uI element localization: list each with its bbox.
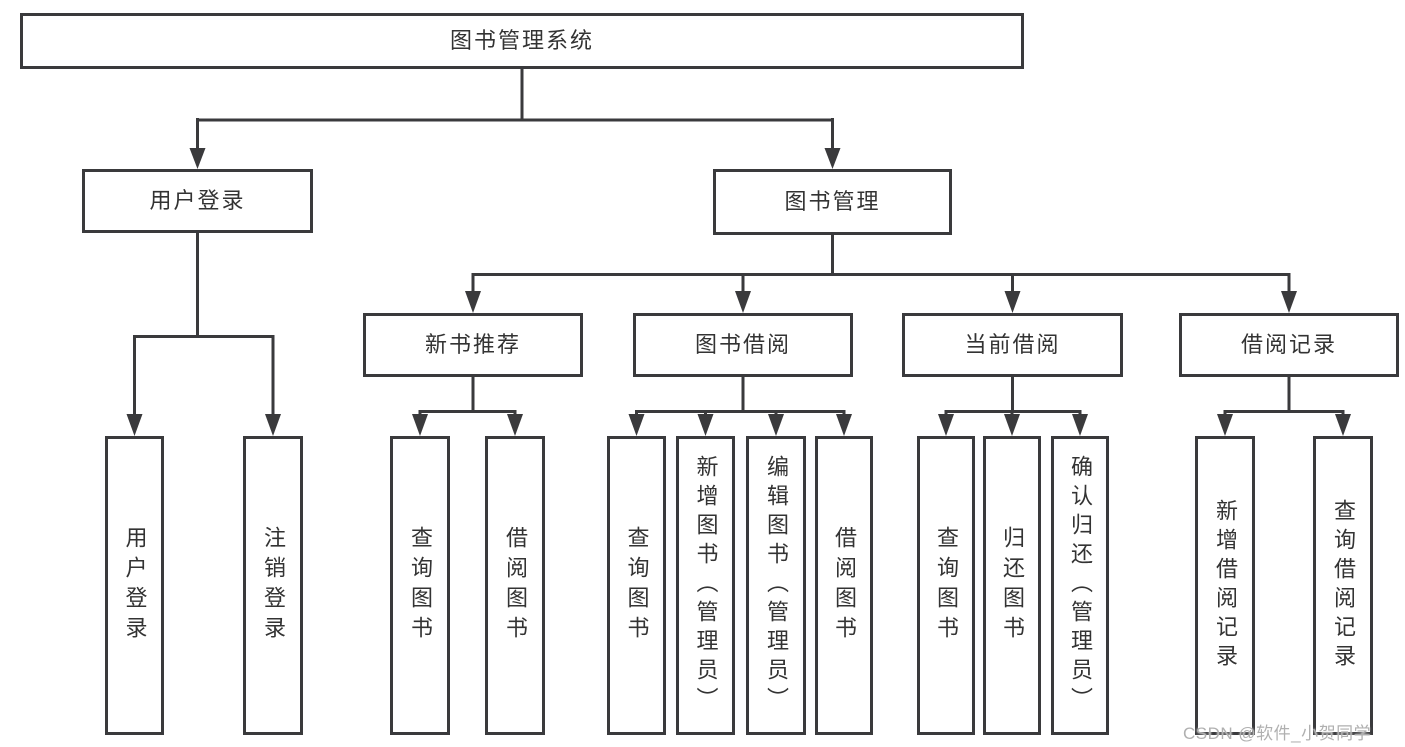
arrow-down-icon: [189, 148, 206, 169]
node-label: 新增借阅记录: [1213, 498, 1238, 673]
arrow-down-icon: [412, 414, 428, 436]
node-label: 当前借阅: [964, 332, 1061, 357]
node-label: 新增图书（管理员）: [693, 455, 719, 716]
node-leaf-query-borrow-record: 查询借阅记录: [1313, 436, 1373, 735]
node-leaf-borrow-books-2: 借阅图书: [815, 436, 873, 735]
node-leaf-logout: 注销登录: [243, 436, 303, 735]
node-label: 编辑图书（管理员）: [764, 455, 789, 716]
arrow-down-icon: [836, 414, 852, 436]
node-label: 注销登录: [261, 525, 286, 646]
arrow-down-icon: [126, 414, 143, 436]
connector-new-book-to-leaves: [418, 377, 517, 417]
node-leaf-return-books: 归还图书: [983, 436, 1041, 735]
watermark: CSDN @软件_小贺同学: [1183, 724, 1372, 743]
arrow-down-icon: [507, 414, 523, 436]
node-label: 查询图书: [934, 525, 959, 646]
node-borrowing-records: 借阅记录: [1179, 313, 1399, 377]
node-label: 借阅图书: [832, 525, 857, 646]
connector-book-mgmt-to-level3: [471, 235, 1291, 293]
node-current-borrowing: 当前借阅: [902, 313, 1123, 377]
node-label: 归还图书: [1000, 525, 1025, 646]
node-label: 查询借阅记录: [1331, 498, 1356, 673]
connector-current-borrow-to-leaves: [944, 377, 1082, 417]
arrow-down-icon: [1004, 414, 1020, 436]
node-user-login: 用户登录: [82, 169, 313, 233]
arrow-down-icon: [1217, 414, 1233, 436]
arrow-down-icon: [735, 291, 751, 313]
node-label: 查询图书: [624, 525, 650, 646]
node-book-management: 图书管理: [713, 169, 952, 235]
node-leaf-add-borrow-record: 新增借阅记录: [1195, 436, 1255, 735]
node-new-book-recommend: 新书推荐: [363, 313, 583, 377]
node-book-borrowing: 图书借阅: [633, 313, 853, 377]
node-label: 用户登录: [122, 525, 148, 646]
arrow-down-icon: [628, 414, 645, 436]
arrow-down-icon: [1281, 291, 1297, 313]
arrow-down-icon: [1072, 414, 1088, 436]
arrow-down-icon: [265, 414, 281, 436]
node-root-system: 图书管理系统: [20, 13, 1024, 69]
connector-borrow-record-to-leaves: [1223, 377, 1345, 417]
connector-root-to-level2: [196, 69, 834, 150]
arrow-down-icon: [465, 291, 481, 313]
arrow-down-icon: [1335, 414, 1351, 436]
node-label: 查询图书: [408, 525, 433, 646]
connector-book-borrow-to-leaves: [635, 377, 846, 417]
connector-user-login-to-leaves: [133, 233, 275, 416]
node-label: 图书借阅: [694, 332, 791, 357]
node-label: 用户登录: [149, 188, 246, 213]
arrow-down-icon: [938, 414, 954, 436]
node-leaf-borrow-books-1: 借阅图书: [485, 436, 545, 735]
node-leaf-add-books-admin: 新增图书（管理员）: [676, 436, 735, 735]
node-leaf-user-login: 用户登录: [105, 436, 164, 735]
node-leaf-confirm-return-admin: 确认归还（管理员）: [1051, 436, 1109, 735]
node-leaf-query-books-2: 查询图书: [607, 436, 666, 735]
node-leaf-edit-books-admin: 编辑图书（管理员）: [746, 436, 806, 735]
node-label: 借阅记录: [1240, 332, 1337, 357]
arrow-down-icon: [824, 148, 841, 169]
node-label: 图书管理系统: [449, 28, 594, 53]
node-label: 借阅图书: [503, 525, 528, 646]
arrow-down-icon: [1004, 291, 1021, 313]
node-leaf-query-books-3: 查询图书: [917, 436, 975, 735]
node-label: 确认归还（管理员）: [1068, 455, 1093, 716]
node-label: 新书推荐: [424, 332, 521, 357]
node-leaf-query-books-1: 查询图书: [390, 436, 450, 735]
arrow-down-icon: [697, 414, 714, 436]
arrow-down-icon: [768, 414, 784, 436]
node-label: 图书管理: [784, 189, 881, 214]
